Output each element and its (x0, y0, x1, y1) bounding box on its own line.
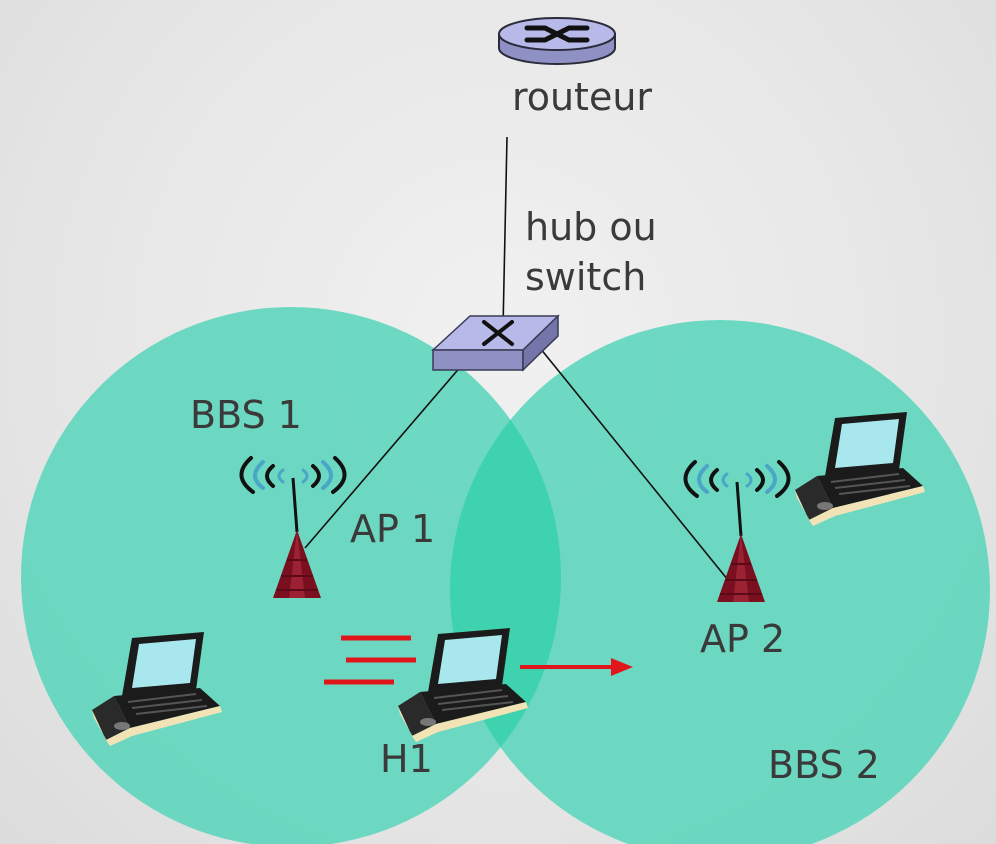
hub-label-line1: hub ou (525, 205, 657, 249)
motion-lines (324, 635, 416, 685)
bbs2-label: BBS 2 (768, 743, 880, 787)
router-switch-link (502, 136, 508, 329)
movement-arrow (520, 658, 633, 676)
router-icon (498, 17, 616, 65)
switch-icon (431, 314, 560, 372)
ap1-label: AP 1 (350, 507, 435, 551)
network-links (304, 136, 729, 581)
ap2-label: AP 2 (700, 617, 785, 661)
bbs1-label: BBS 1 (190, 393, 302, 437)
switch-ap2-link (539, 347, 729, 581)
router-label: routeur (512, 75, 652, 119)
hub-label-line2: switch (525, 255, 646, 299)
host-h1-label: H1 (380, 737, 433, 781)
switch-ap1-link (304, 364, 463, 549)
